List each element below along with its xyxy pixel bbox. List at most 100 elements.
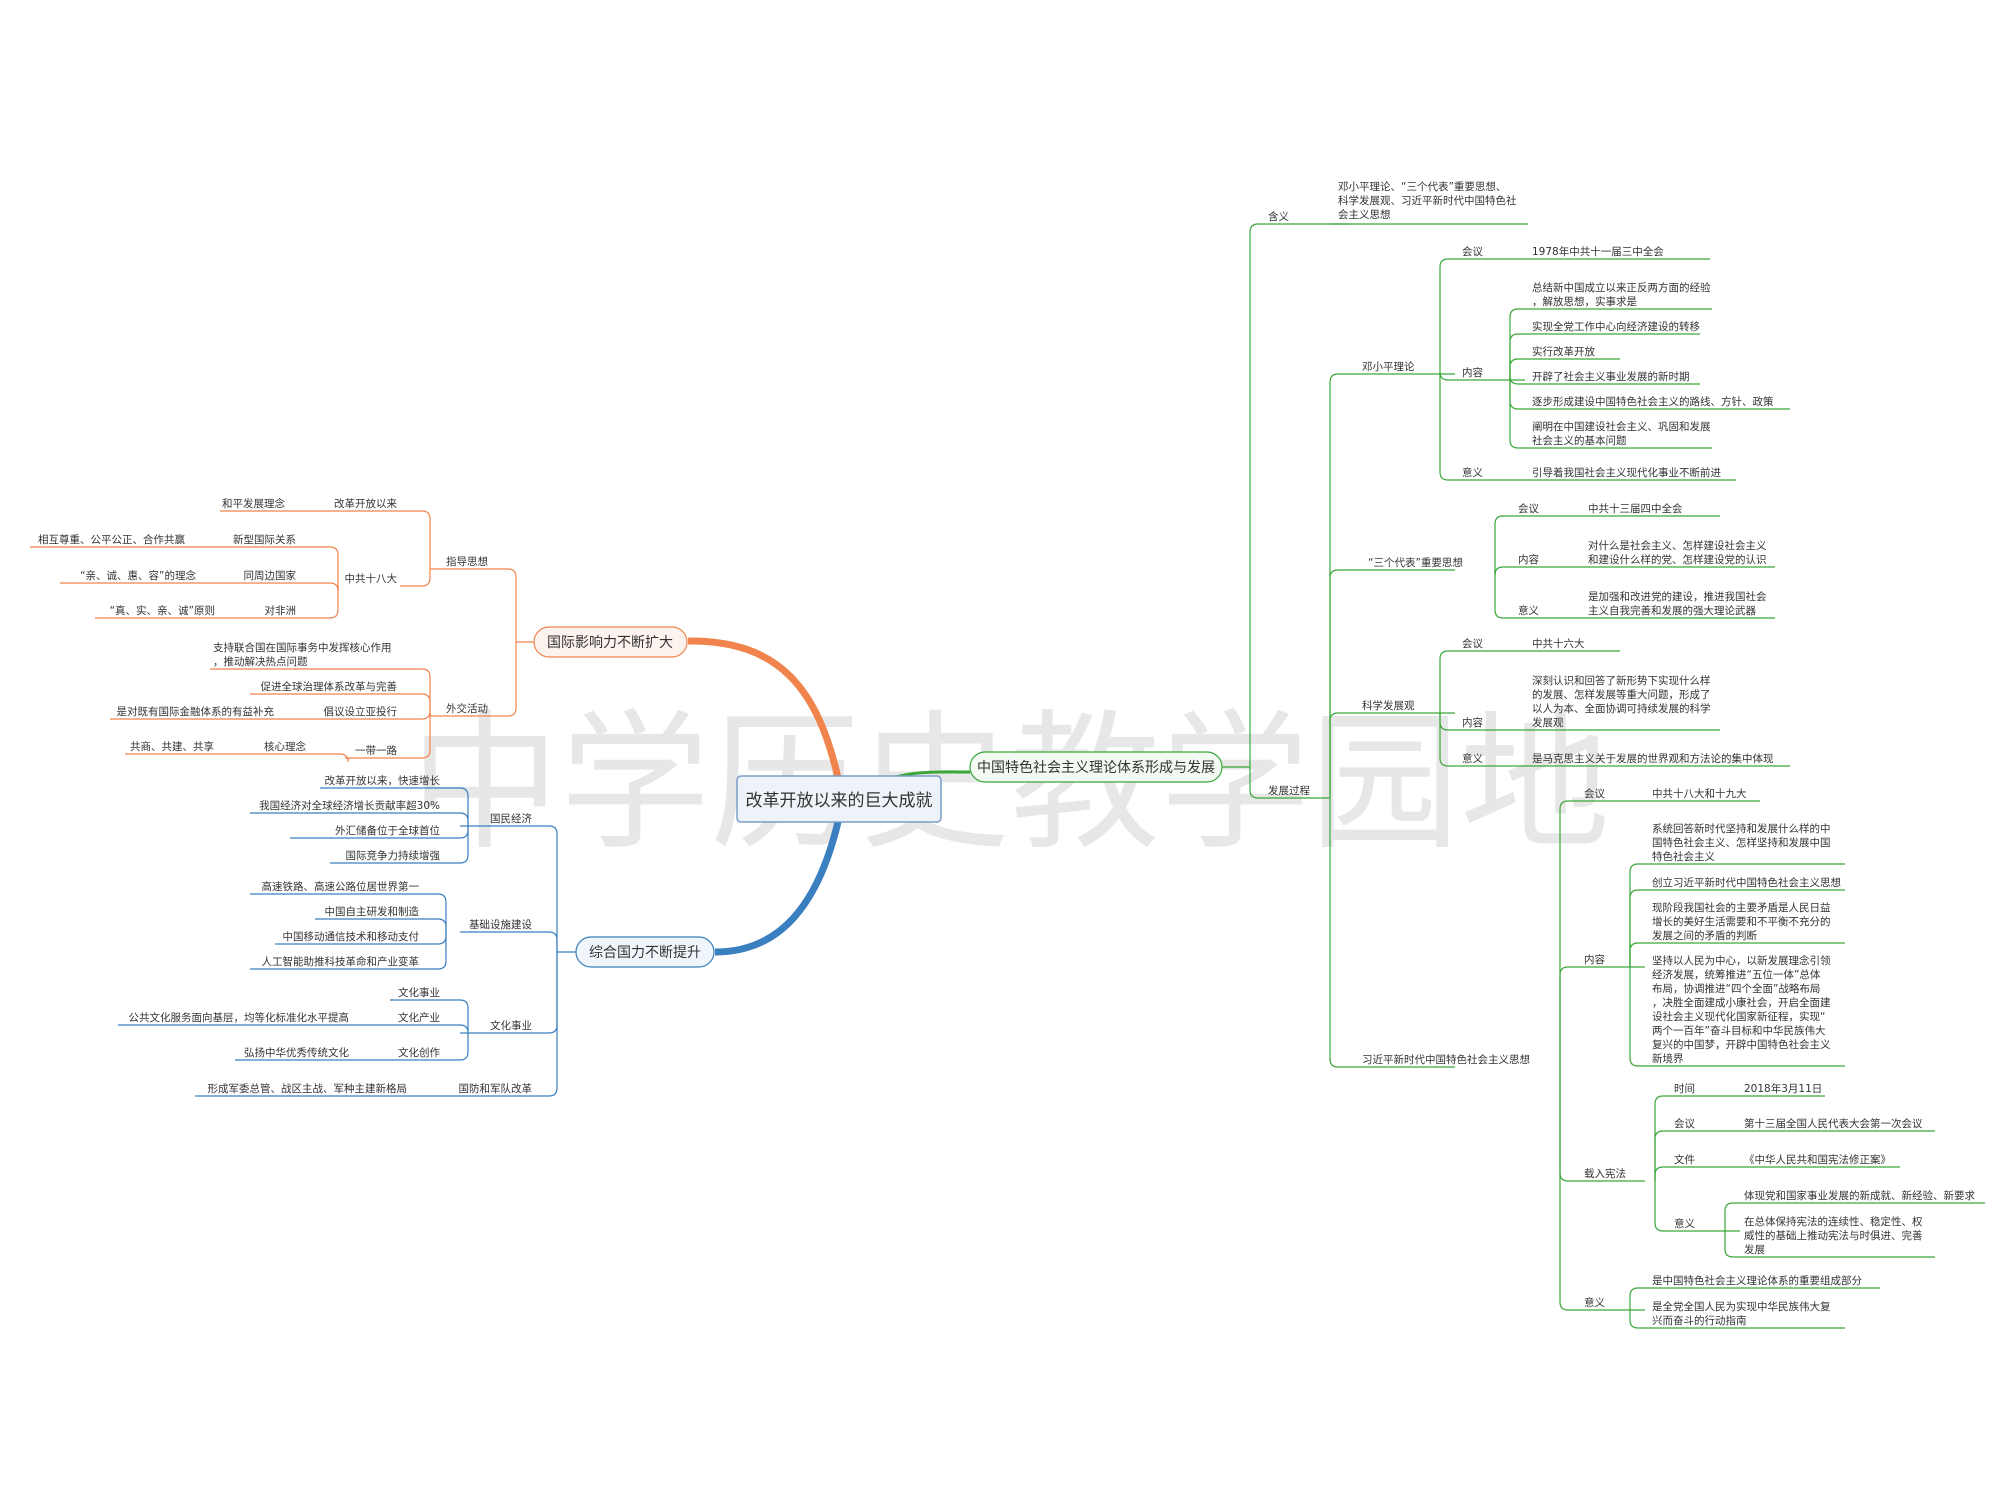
connector (1329, 798, 1455, 1068)
curve-power (714, 821, 842, 956)
eighteen-item-1-label[interactable]: 新型国际关系 (233, 533, 296, 546)
topic-underlines (30, 223, 1985, 1329)
deng-meeting: 1978年中共十一届三中全会 (1532, 245, 1664, 258)
branch-theory-box (969, 751, 1223, 783)
deng-label[interactable]: 邓小平理论 (1362, 360, 1415, 373)
xi-content-3-line-1: 现阶段我国社会的主要矛盾是人民日益 (1652, 901, 1831, 914)
constitution-time-label[interactable]: 时间 (1674, 1082, 1695, 1095)
branch-theory-node[interactable]: 中国特色社会主义理论体系形成与发展 (969, 751, 1223, 783)
xi-content-4-line-1: 坚持以人民为中心，以新发展理念引领 (1652, 954, 1831, 967)
connector (1559, 966, 1645, 1067)
culture-label[interactable]: 文化事业 (490, 1019, 532, 1032)
aiib-label[interactable]: 倡议设立亚投行 (324, 705, 398, 718)
connector (1509, 308, 1528, 380)
three-significance-line-1: 是加强和改进党的建设，推进我国社会 (1588, 590, 1767, 603)
economy-label[interactable]: 国民经济 (490, 812, 532, 825)
branch-power-node[interactable]: 综合国力不断提升 (575, 936, 715, 968)
three-label[interactable]: “三个代表”重要思想 (1368, 556, 1463, 569)
xi-content-label[interactable]: 内容 (1584, 953, 1606, 966)
eighteen-item-3-detail: “真、实、亲、诚”原则 (110, 604, 215, 617)
connector (444, 999, 469, 1033)
deng-significance-label[interactable]: 意义 (1462, 466, 1484, 479)
science-meeting-label[interactable]: 会议 (1462, 637, 1484, 650)
connector (400, 693, 431, 716)
deng-content-2: 实现全党工作中心向经济建设的转移 (1532, 320, 1700, 333)
science-significance-label[interactable]: 意义 (1462, 752, 1484, 765)
xi-significance-label[interactable]: 意义 (1584, 1296, 1606, 1309)
guiding-reform-label[interactable]: 改革开放以来 (334, 497, 397, 510)
meaning-label[interactable]: 含义 (1268, 210, 1290, 223)
xi-significance-2-line-2: 兴而奋斗的行动指南 (1652, 1314, 1747, 1327)
economy-item-4: 国际竞争力持续增强 (346, 849, 441, 862)
root-node-box (736, 775, 942, 823)
connector (460, 952, 558, 1097)
culture-item-1-label[interactable]: 文化事业 (398, 986, 440, 999)
connector (1629, 1310, 1645, 1329)
guiding-label[interactable]: 指导思想 (446, 555, 488, 568)
deng-content-6-line-2: 社会主义的基本问题 (1532, 434, 1627, 447)
connector (1559, 1067, 1645, 1311)
power-subtree: 国民经济 改革开放以来，快速增长 我国经济对全球经济增长贡献率超30% 外汇储备… (129, 774, 533, 1095)
culture-item-2-label[interactable]: 文化产业 (398, 1011, 440, 1024)
xi-content-4-line-3: 布局，协调推进“四个全面”战略布局 (1652, 982, 1820, 995)
connector (1439, 713, 1525, 767)
diplomacy-label[interactable]: 外交活动 (446, 702, 488, 715)
connector (1439, 374, 1525, 481)
deng-content-1-line-1: 总结新中国成立以来正反两方面的经验 (1532, 281, 1711, 294)
process-label[interactable]: 发展过程 (1268, 784, 1310, 797)
eighteen-item-1-detail: 相互尊重、公平公正、合作共赢 (38, 533, 185, 546)
constitution-doc: 《中华人民共和国宪法修正案》 (1744, 1153, 1891, 1166)
deng-significance: 引导着我国社会主义现代化事业不断前进 (1532, 466, 1721, 479)
connector (1724, 1231, 1740, 1258)
culture-item-3-label[interactable]: 文化创作 (398, 1046, 440, 1059)
constitution-label[interactable]: 载入宪法 (1584, 1167, 1626, 1180)
science-content-line-1: 深刻认识和回答了新形势下实现什么样 (1532, 674, 1711, 687)
three-significance-label[interactable]: 意义 (1518, 604, 1540, 617)
three-meeting: 中共十三届四中全会 (1588, 502, 1683, 515)
xi-label[interactable]: 习近平新时代中国特色社会主义思想 (1362, 1053, 1530, 1066)
science-content-line-3: 以人为本、全面协调可持续发展的科学 (1532, 702, 1711, 715)
deng-content-3: 实行改革开放 (1532, 345, 1595, 358)
deng-meeting-label[interactable]: 会议 (1462, 245, 1484, 258)
constitution-meeting-label[interactable]: 会议 (1674, 1117, 1696, 1130)
constitution-meeting: 第十三届全国人民代表大会第一次会议 (1744, 1117, 1923, 1130)
infrastructure-label[interactable]: 基础设施建设 (469, 918, 532, 931)
xi-content-4-line-4: ，决胜全面建成小康社会，开启全面建 (1652, 996, 1831, 1009)
connector (1329, 712, 1455, 798)
infrastructure-item-1: 高速铁路、高速公路位居世界第一 (262, 880, 420, 893)
connector (444, 787, 469, 826)
constitution-significance-label[interactable]: 意义 (1674, 1217, 1696, 1230)
deng-content-label[interactable]: 内容 (1462, 366, 1484, 379)
three-meeting-label[interactable]: 会议 (1518, 502, 1540, 515)
root-node[interactable]: 改革开放以来的巨大成就 (736, 775, 942, 823)
constitution-doc-label[interactable]: 文件 (1674, 1153, 1695, 1166)
guiding-eighteen-label[interactable]: 中共十八大 (345, 572, 398, 585)
belt-sub-label[interactable]: 核心理念 (264, 740, 306, 753)
connector (423, 932, 447, 945)
xi-content-1-line-1: 系统回答新时代坚持和发展什么样的中 (1652, 822, 1831, 835)
connector (1629, 967, 1645, 1067)
influence-subtree: 指导思想 改革开放以来 和平发展理念 中共十八大 新型国际关系 相互尊重、公平公… (38, 497, 488, 757)
eighteen-item-3-label[interactable]: 对非洲 (265, 604, 297, 617)
eighteen-item-2-label[interactable]: 同周边国家 (244, 569, 297, 582)
connector (423, 918, 447, 932)
connector (1629, 1287, 1645, 1310)
connector (1654, 1166, 1740, 1181)
branch-power-label: 综合国力不断提升 (589, 945, 701, 961)
belt-label[interactable]: 一带一路 (355, 744, 397, 757)
science-content-label[interactable]: 内容 (1462, 716, 1484, 729)
connector (1629, 863, 1645, 967)
three-content-label[interactable]: 内容 (1518, 553, 1540, 566)
infrastructure-item-3: 中国移动通信技术和移动支付 (283, 930, 420, 943)
theory-subtree: 含义 邓小平理论、“三个代表”重要思想、 科学发展观、习近平新时代中国特色社 会… (1268, 180, 1975, 1327)
connector (1329, 373, 1455, 798)
science-label[interactable]: 科学发展观 (1362, 699, 1415, 712)
connector (460, 931, 558, 952)
connector (430, 568, 517, 642)
xi-meeting-label[interactable]: 会议 (1584, 787, 1606, 800)
connector (1494, 515, 1580, 570)
watermark: 中学历史教学园地 (410, 697, 1610, 871)
defense-label[interactable]: 国防和军队改革 (459, 1082, 533, 1095)
branch-influence-node[interactable]: 国际影响力不断扩大 (533, 626, 688, 658)
connector (400, 510, 431, 569)
